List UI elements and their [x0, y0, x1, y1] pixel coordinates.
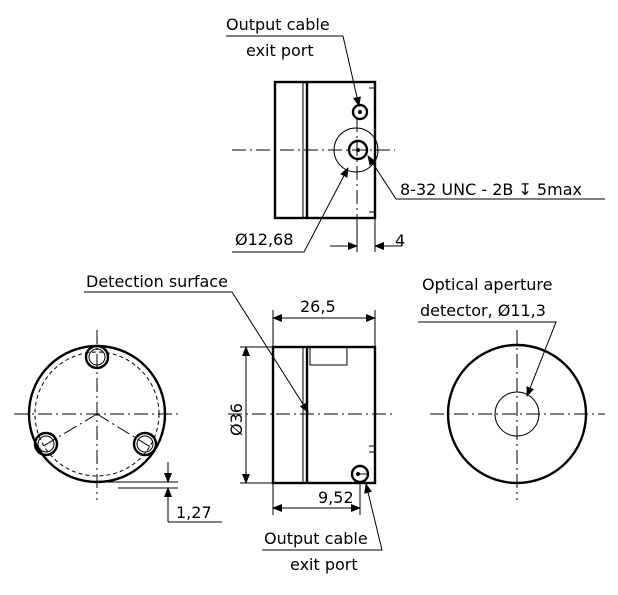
dim-952-label: 9,52 — [318, 488, 354, 507]
dim-265 — [272, 310, 376, 347]
dim-127 — [100, 462, 222, 523]
dim-4 — [330, 218, 402, 252]
bottom-cable-label-1: Output cable — [264, 529, 368, 548]
detection-surface-label: Detection surface — [86, 272, 228, 291]
dim-127-label: 1,27 — [176, 503, 212, 522]
dim-36 — [240, 346, 273, 484]
optical-label-2: detector, Ø11,3 — [420, 301, 546, 320]
thread-leader — [367, 155, 605, 200]
rear-view — [14, 330, 178, 500]
dia-port-label: Ø12,68 — [235, 230, 293, 249]
dim-4-label: 4 — [395, 231, 405, 250]
side-view — [228, 345, 395, 485]
detection-leader — [84, 291, 309, 413]
dia-port-leader — [232, 167, 349, 253]
front-view — [430, 330, 605, 500]
optical-label-1: Optical aperture — [422, 275, 552, 294]
dim-265-label: 26,5 — [300, 297, 336, 316]
top-cable-label-2: exit port — [246, 41, 314, 60]
dim-36-label: Ø36 — [227, 403, 246, 436]
top-side-view — [232, 80, 395, 236]
bottom-cable-leader — [262, 483, 383, 551]
thread-label: 8-32 UNC - 2B ↧ 5max — [400, 180, 582, 199]
optical-leader — [418, 321, 557, 397]
dim-952 — [272, 482, 361, 515]
top-cable-label-1: Output cable — [226, 15, 330, 34]
bottom-cable-label-2: exit port — [290, 555, 358, 574]
